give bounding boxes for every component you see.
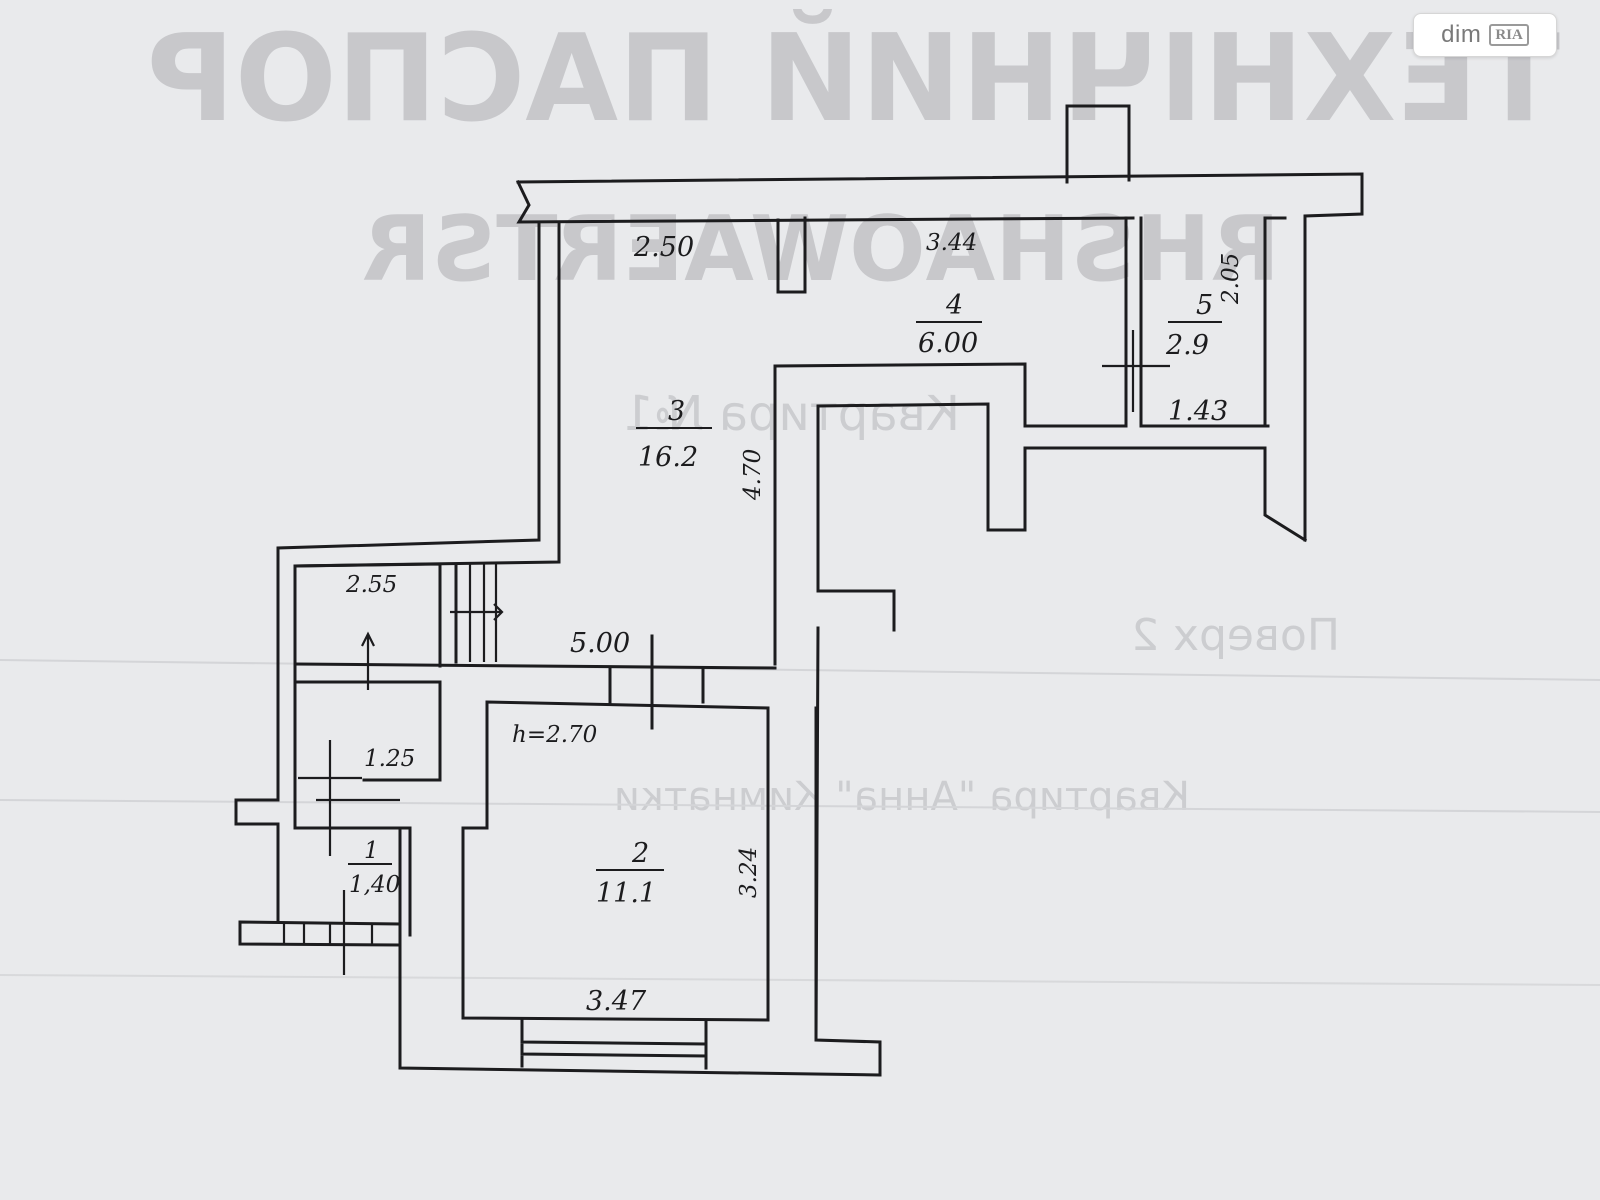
room-1-area: 1,40 [349,872,400,898]
room-label-4: 4 6.00 [916,290,982,359]
partition-3-4 [773,216,1128,666]
dim-2-50: 2.50 [633,232,694,263]
bg-sub2: Поверх 2 [1131,610,1340,661]
room-2-walls [461,700,770,1022]
bg-sub1: Квартира №1 [623,386,960,442]
dim-5-00: 5.00 [570,628,630,659]
room-2-outer-wall [398,706,882,1077]
room-1-walls [234,798,412,937]
room-4-area: 6.00 [918,328,978,359]
staircase [293,562,504,690]
room-label-3: 3 16.2 [636,396,712,473]
chimney [1065,104,1131,184]
pilaster [776,216,807,294]
bg-sub3: Квартира "Анна" Кимнатки [614,774,1190,820]
room-3-area: 16.2 [638,442,698,473]
brand-text: dim [1441,21,1482,48]
room-4-number: 4 [945,290,963,321]
dim-3-47: 3.47 [586,986,647,1017]
room-label-2: 2 11.1 [596,838,664,909]
dim-ria-watermark-badge: dim RIA [1413,13,1557,57]
dim-4-70: 4.70 [740,449,766,501]
ceiling-height: h=2.70 [512,722,597,748]
bg-rule [0,799,1600,813]
dim-3-24: 3.24 [736,847,762,898]
top-outer-wall [515,172,1364,542]
room-3-number: 3 [668,396,685,427]
room-3-inner-left-wall [293,220,561,802]
room-1-number: 1 [364,838,379,864]
room-1-bottom-wall [238,920,402,947]
room-2-number: 2 [631,838,649,869]
room-3-left-wall [276,220,541,802]
dim-1-25: 1.25 [364,746,415,772]
dim-3-44: 3.44 [926,230,977,256]
dim-2-05: 2.05 [1218,253,1244,305]
bg-rule [0,659,1600,681]
room-label-5: 5 2.9 [1165,290,1222,361]
room-1-door-marks [298,740,400,975]
background-form-text: ТЕХНІЧНИЙ ПАСПОР RHSHAOWAERTSR Квартира … [0,9,1600,986]
room-2-window [520,1018,708,1070]
ria-logo-icon: RIA [1489,24,1529,46]
room-5-number: 5 [1196,290,1213,321]
bg-rule [0,974,1600,986]
corridor-walls [814,402,1308,1077]
room-5-left-wall [1139,216,1270,428]
hall-boundary [293,662,777,782]
hall-openings [608,634,705,730]
room-2-area: 11.1 [596,878,656,909]
room-5-area: 2.9 [1165,330,1209,361]
room-5-door [1102,330,1170,412]
dim-2-55: 2.55 [345,572,397,598]
room-label-1: 1 1,40 [348,838,400,898]
room-1-wall-ticks [282,922,374,944]
bg-header-line1: ТЕХНІЧНИЙ ПАСПОР [147,9,1560,149]
dim-1-43: 1.43 [1168,396,1228,427]
room-5-right-wall [1263,216,1287,428]
